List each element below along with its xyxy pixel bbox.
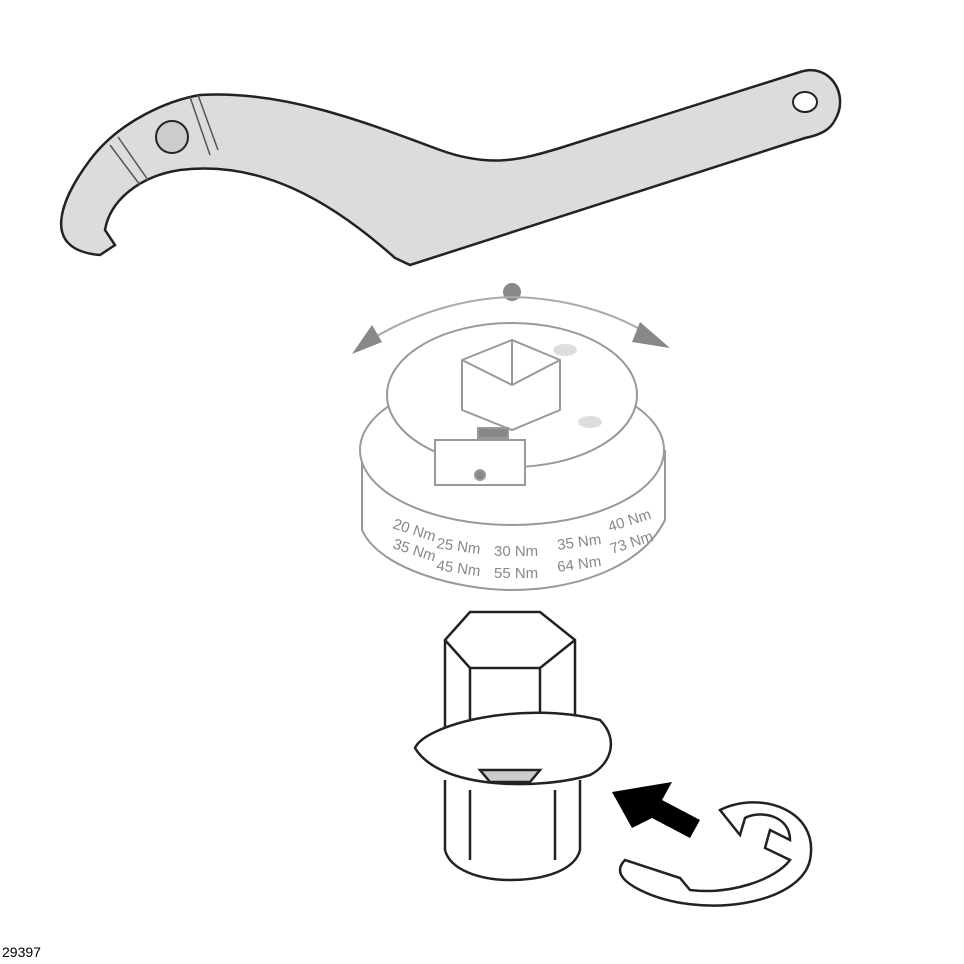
- torque-ring: [359, 322, 666, 592]
- figure-id: 29397: [2, 944, 41, 960]
- torque-label: 30 Nm: [494, 543, 538, 560]
- rotation-indicator: [352, 283, 670, 354]
- torque-label: 55 Nm: [494, 565, 538, 582]
- torque-label: 25 Nm: [435, 535, 481, 558]
- e-clip: [618, 801, 813, 907]
- hanging-hole: [792, 91, 818, 113]
- torque-label: 35 Nm: [556, 531, 602, 554]
- pin-icon: [155, 120, 189, 154]
- arrow-left-icon: [352, 325, 382, 354]
- insert-arrow-icon: [612, 782, 700, 838]
- arrow-right-icon: [632, 322, 670, 348]
- torque-label: 45 Nm: [435, 557, 481, 580]
- hook-spanner-wrench: [59, 68, 842, 267]
- hex-bolt: [413, 610, 612, 882]
- torque-label: 64 Nm: [556, 553, 602, 576]
